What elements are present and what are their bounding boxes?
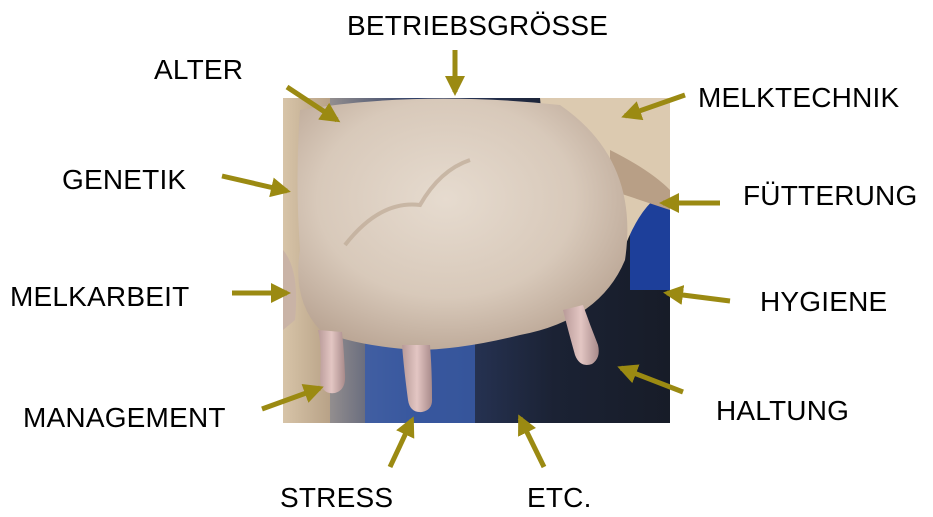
label-betriebsgroesse: BETRIEBSGRÖSSE	[347, 12, 608, 40]
udder-photo	[283, 98, 670, 423]
arrow-hygiene	[667, 293, 730, 301]
label-melkarbeit: MELKARBEIT	[10, 283, 189, 311]
photo-teat-front-left	[318, 330, 345, 393]
arrow-stress	[390, 420, 412, 467]
arrow-etc	[520, 418, 544, 467]
label-alter: ALTER	[154, 56, 243, 84]
label-genetik: GENETIK	[62, 166, 186, 194]
arrow-genetik	[222, 176, 287, 191]
label-haltung: HALTUNG	[716, 397, 849, 425]
label-etc: ETC.	[527, 484, 592, 512]
label-stress: STRESS	[280, 484, 393, 512]
label-hygiene: HYGIENE	[760, 288, 887, 316]
label-management: MANAGEMENT	[23, 404, 226, 432]
label-melktechnik: MELKTECHNIK	[698, 84, 899, 112]
label-fuetterung: FÜTTERUNG	[743, 182, 917, 210]
